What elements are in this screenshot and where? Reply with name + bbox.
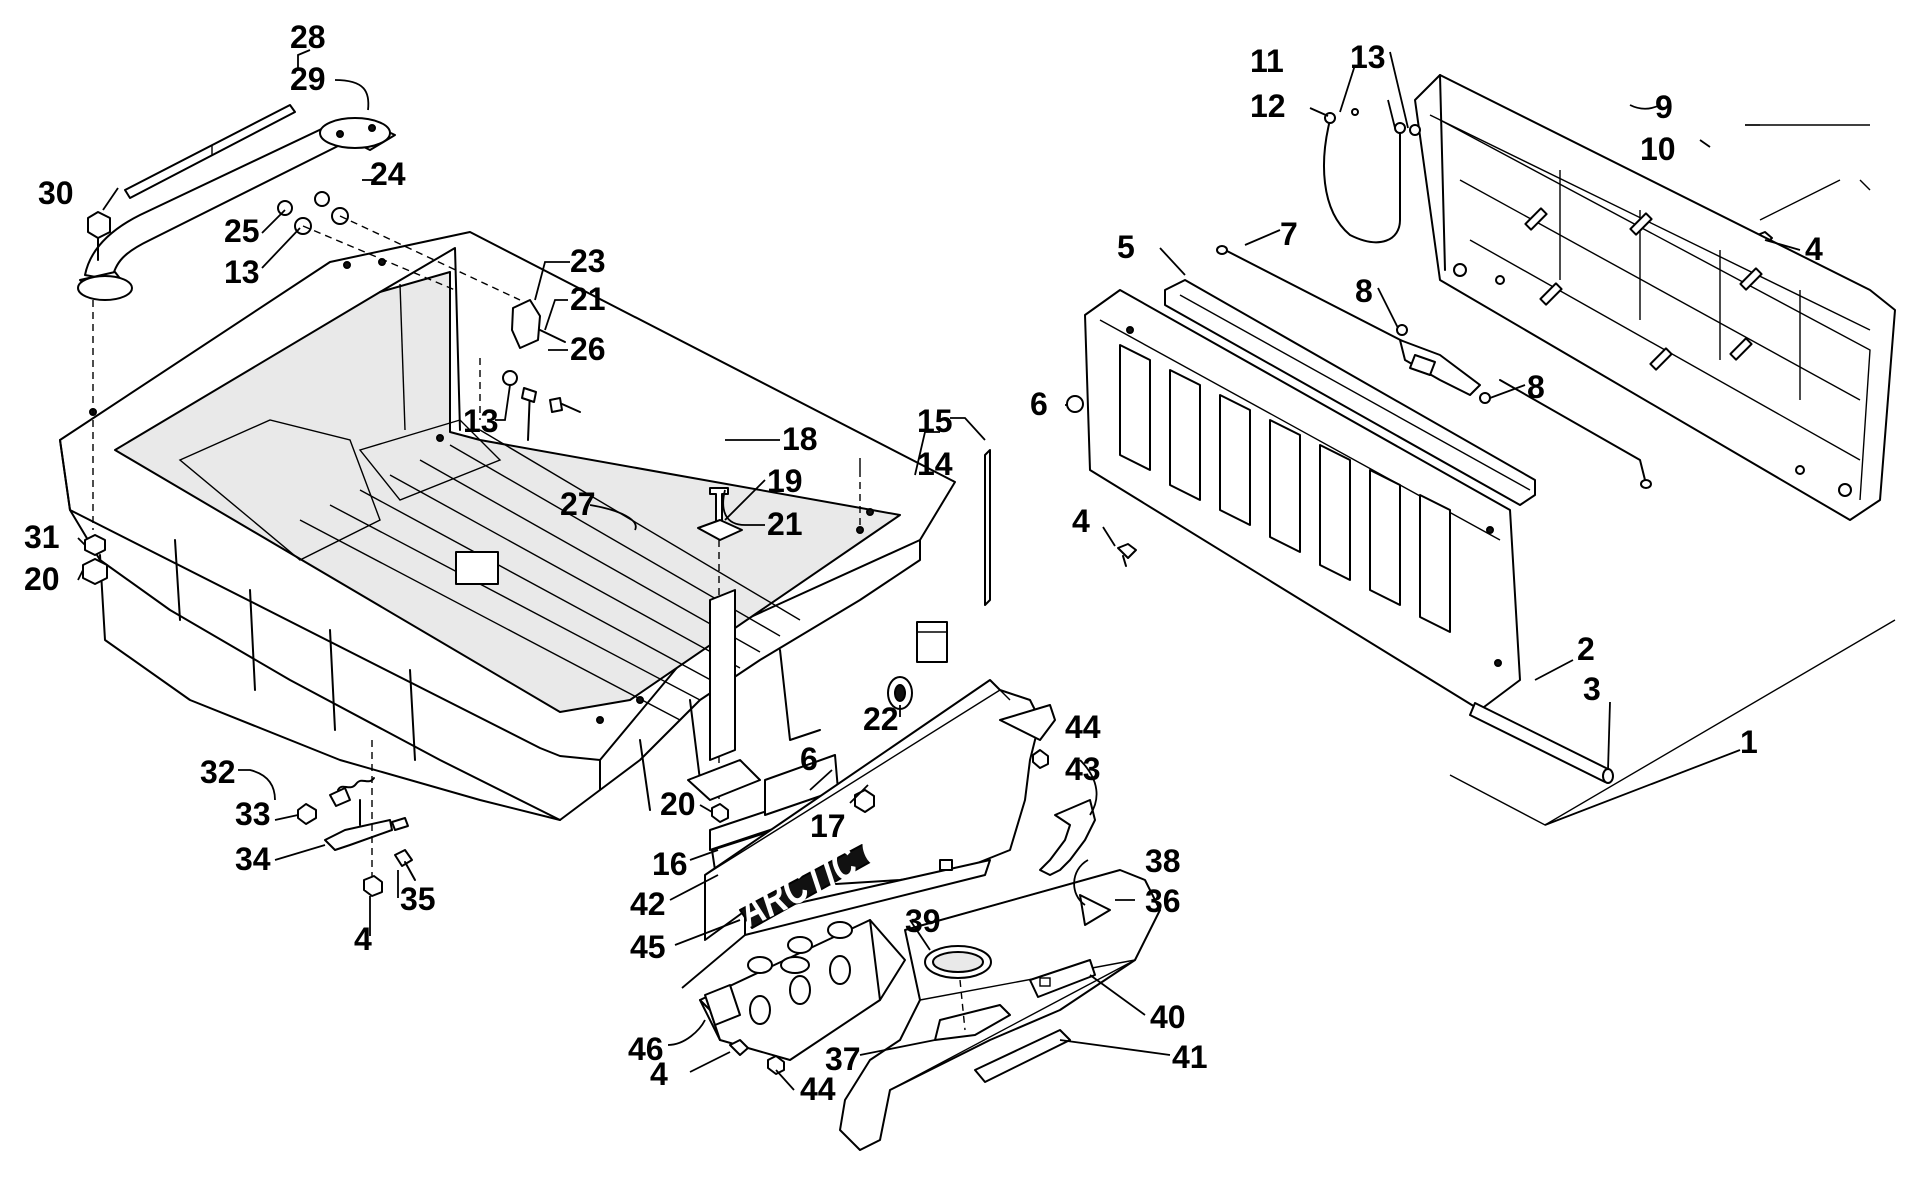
cargo-box <box>59 231 956 821</box>
tether-cable <box>1323 108 1421 244</box>
callout-17: 17 <box>810 808 846 844</box>
mounting-bracket <box>699 919 906 1075</box>
grab-bar <box>77 117 396 301</box>
seal-strip <box>1039 799 1096 876</box>
callout-37: 37 <box>825 1041 861 1077</box>
callout-29: 29 <box>290 61 326 97</box>
callout-23: 23 <box>570 243 606 279</box>
callout-35: 35 <box>400 881 436 917</box>
callout-36: 36 <box>1145 883 1181 919</box>
tailgate-panel <box>1084 289 1614 784</box>
callout-24: 24 <box>370 156 406 192</box>
bolt-plate <box>687 487 761 823</box>
latch-assembly <box>297 740 416 897</box>
callout-32: 32 <box>200 754 236 790</box>
callout-6b: 6 <box>1030 386 1048 422</box>
trim-strip <box>124 104 296 199</box>
callout-26: 26 <box>570 331 606 367</box>
callout-20b: 20 <box>660 786 696 822</box>
callout-34: 34 <box>235 841 271 877</box>
callout-44b: 44 <box>800 1071 836 1107</box>
callout-11: 11 <box>1250 43 1284 79</box>
callout-22: 22 <box>863 701 899 737</box>
callout-labels: 28 29 24 30 25 13 23 21 26 13 27 31 20 1… <box>24 19 1823 1107</box>
callout-31: 31 <box>24 519 60 555</box>
tailgate-bumper <box>839 869 1161 1151</box>
callout-5: 5 <box>1117 229 1135 265</box>
callout-21a: 21 <box>570 281 606 317</box>
callout-41: 41 <box>1172 1039 1208 1075</box>
callout-14: 14 <box>917 446 953 482</box>
callout-8a: 8 <box>1355 273 1373 309</box>
callout-43: 43 <box>1065 751 1101 787</box>
callout-4b: 4 <box>354 921 372 957</box>
leader-lines <box>77 49 1801 1091</box>
callout-21b: 21 <box>767 506 803 542</box>
callout-4c: 4 <box>1805 231 1823 267</box>
callout-27: 27 <box>560 486 596 522</box>
callout-33: 33 <box>235 796 271 832</box>
callout-8b: 8 <box>1527 369 1545 405</box>
callout-2: 2 <box>1577 631 1595 667</box>
callout-25: 25 <box>224 213 260 249</box>
callout-30: 30 <box>38 175 74 211</box>
callout-13b: 13 <box>463 403 499 439</box>
callout-19: 19 <box>767 463 803 499</box>
callout-20a: 20 <box>24 561 60 597</box>
latch-rods <box>1216 245 1652 489</box>
callout-18: 18 <box>782 421 818 457</box>
callout-16: 16 <box>652 846 688 882</box>
callout-44a: 44 <box>1065 709 1101 745</box>
callout-28: 28 <box>290 19 326 55</box>
callout-38: 38 <box>1145 843 1181 879</box>
callout-1: 1 <box>1740 724 1758 760</box>
clips <box>854 749 1049 813</box>
callout-6a: 6 <box>800 741 818 777</box>
callout-13c: 13 <box>1350 39 1386 75</box>
callout-13a: 13 <box>224 254 260 290</box>
callout-40: 40 <box>1150 999 1186 1035</box>
callout-4a: 4 <box>650 1056 668 1092</box>
callout-39: 39 <box>905 903 941 939</box>
callout-45: 45 <box>630 929 666 965</box>
side-panel <box>856 449 991 606</box>
top-cap <box>1164 279 1536 506</box>
callout-3: 3 <box>1583 671 1601 707</box>
callout-9: 9 <box>1655 89 1673 125</box>
callout-42: 42 <box>630 886 666 922</box>
callout-12: 12 <box>1250 88 1286 124</box>
callout-4d: 4 <box>1072 503 1090 539</box>
callout-46: 46 <box>628 1031 664 1067</box>
callout-10: 10 <box>1640 131 1676 167</box>
callout-15: 15 <box>917 403 953 439</box>
tailgate-shell <box>1414 74 1896 521</box>
callout-7: 7 <box>1280 216 1298 252</box>
